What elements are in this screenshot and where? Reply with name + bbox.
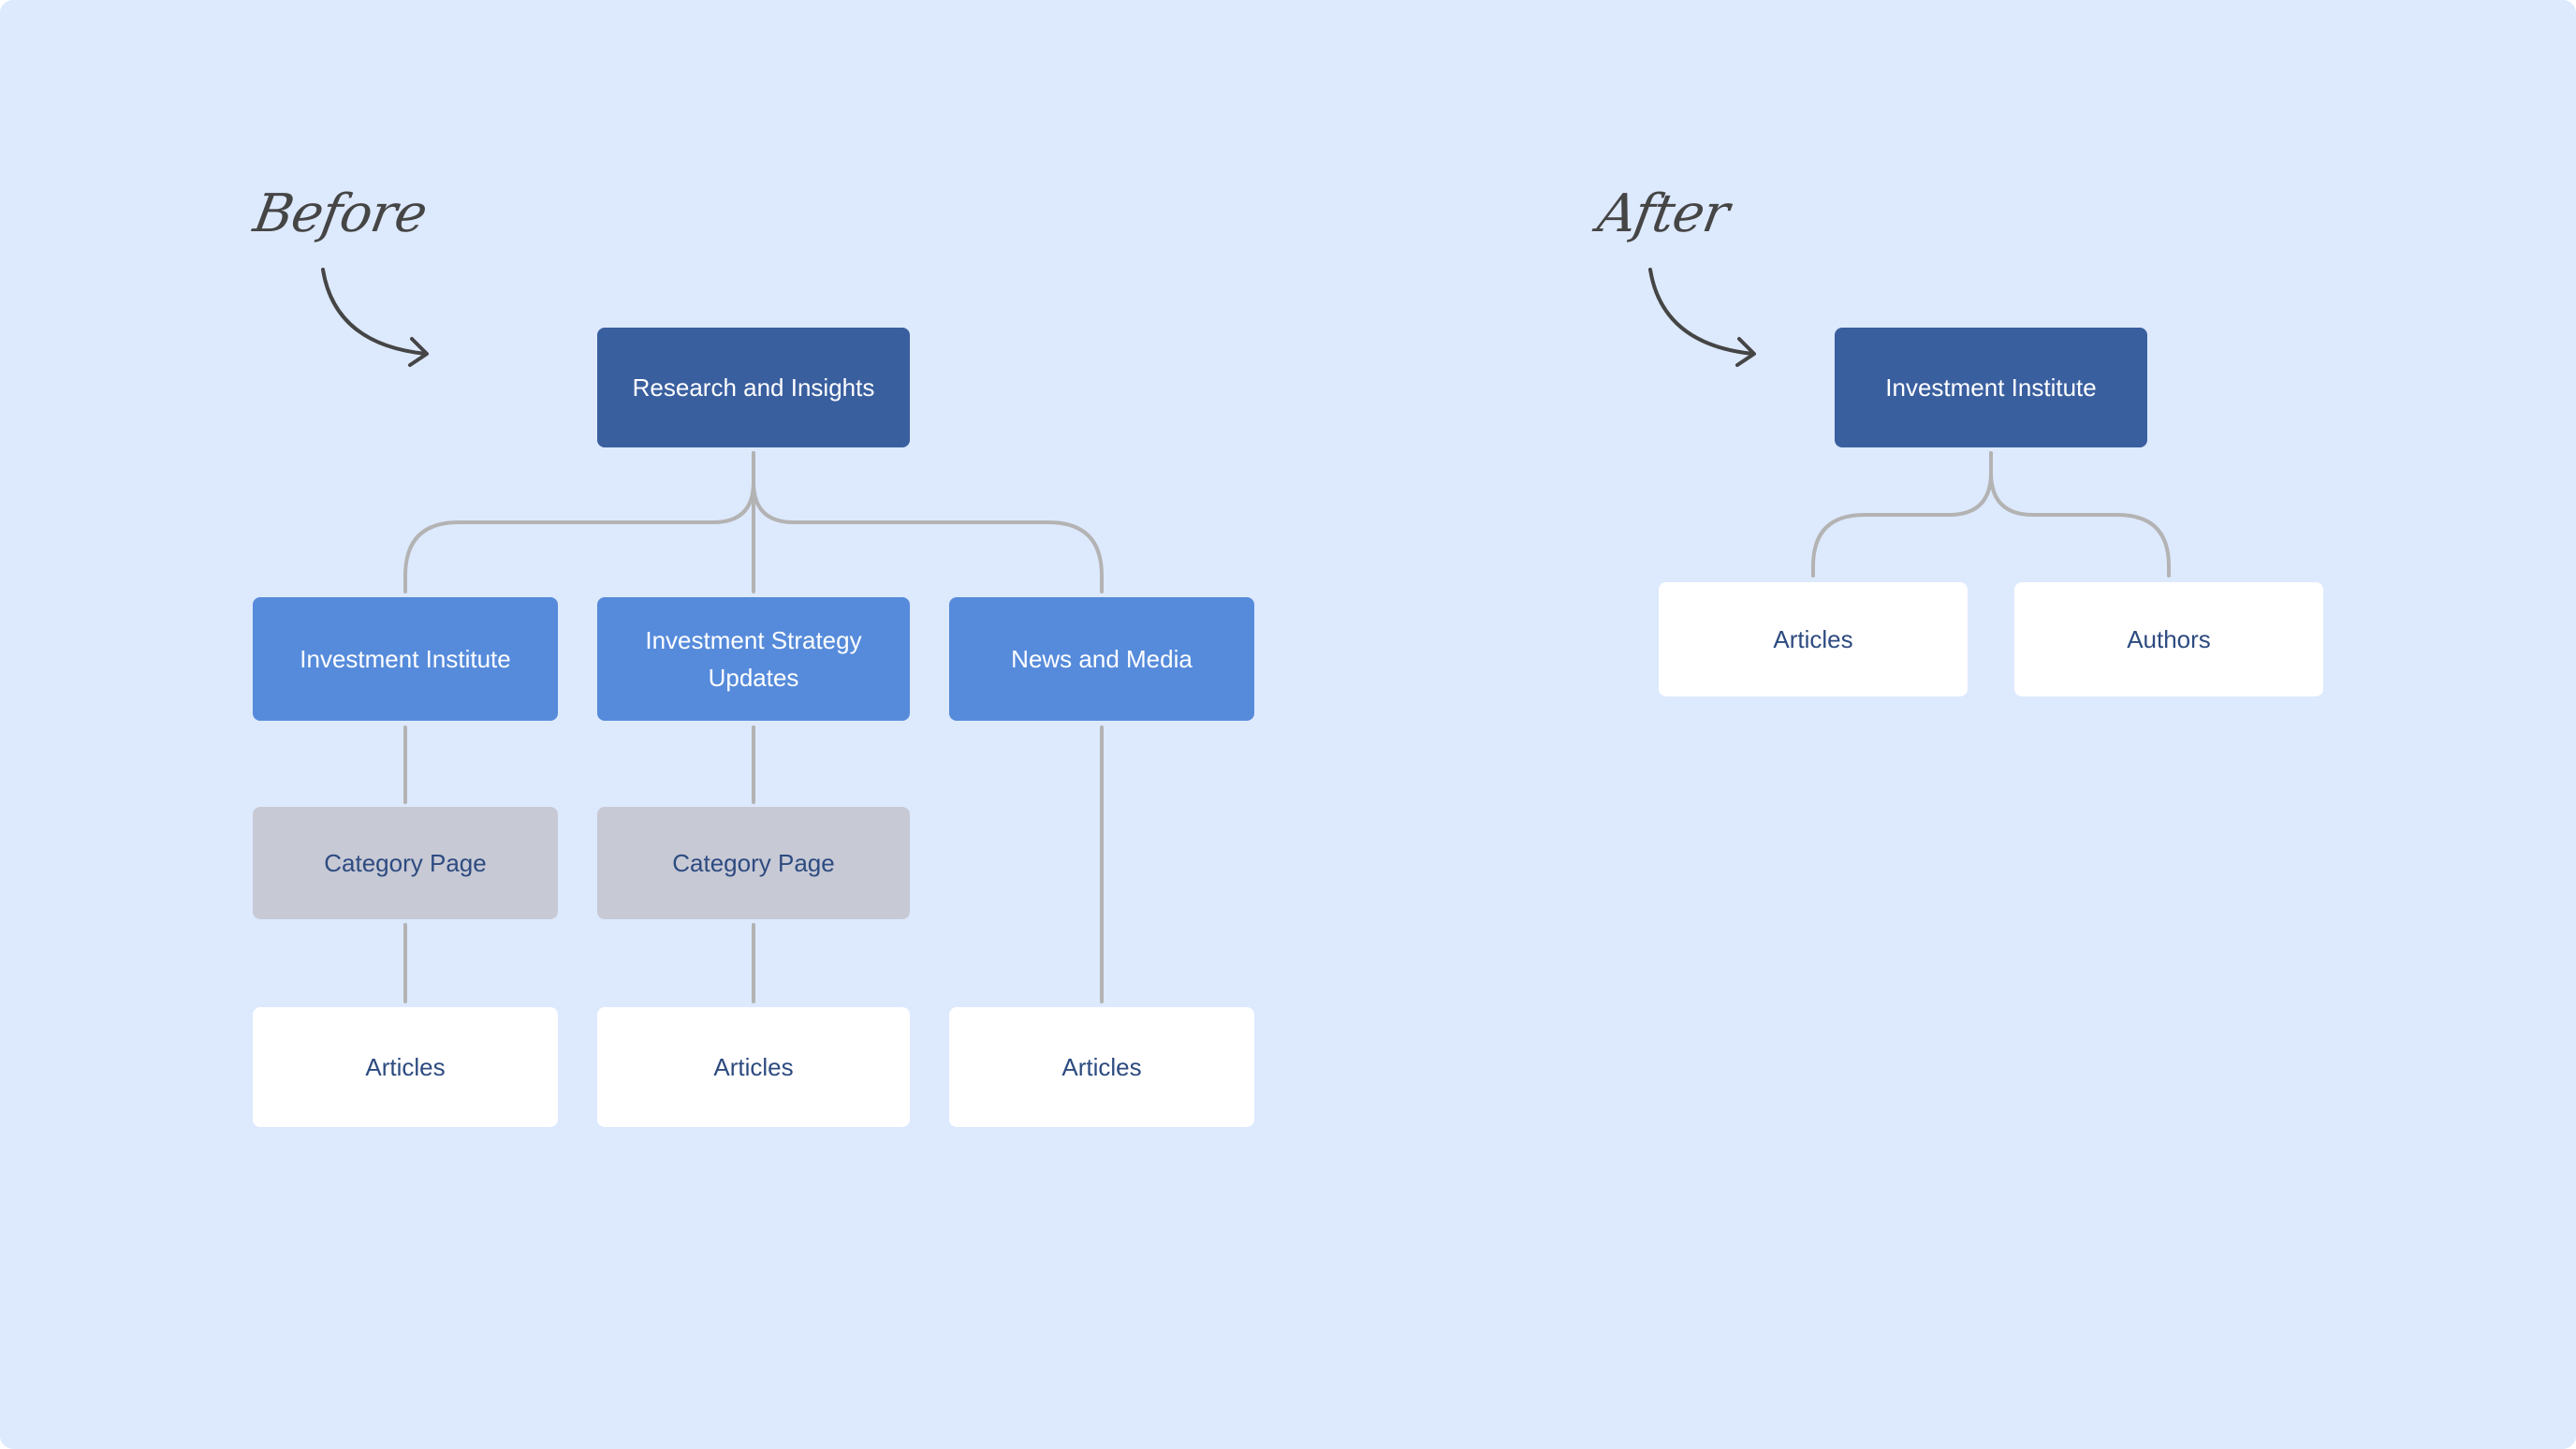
before-category-node-1: Category Page <box>253 807 558 919</box>
before-section-node-1: Investment Institute <box>253 597 558 721</box>
connector-after-left <box>1811 451 1993 578</box>
before-root-node: Research and Insights <box>597 328 910 447</box>
before-arrow-icon <box>321 268 429 367</box>
before-articles-node-1: Articles <box>253 1007 558 1127</box>
before-category-node-2: Category Page <box>597 807 910 919</box>
connector-root-left <box>403 451 755 593</box>
after-root-node: Investment Institute <box>1835 328 2147 447</box>
before-label: Before <box>249 183 432 244</box>
after-arrow-icon <box>1648 268 1756 367</box>
after-articles-node: Articles <box>1659 582 1968 696</box>
before-articles-node-2: Articles <box>597 1007 910 1127</box>
before-articles-node-3: Articles <box>949 1007 1254 1127</box>
connector-after-right <box>1989 451 2171 578</box>
after-authors-node: Authors <box>2014 582 2323 696</box>
before-section-node-2: Investment Strategy Updates <box>597 597 910 721</box>
before-section-node-3: News and Media <box>949 597 1254 721</box>
after-label: After <box>1593 183 1734 244</box>
connector-root-right <box>752 451 1104 593</box>
